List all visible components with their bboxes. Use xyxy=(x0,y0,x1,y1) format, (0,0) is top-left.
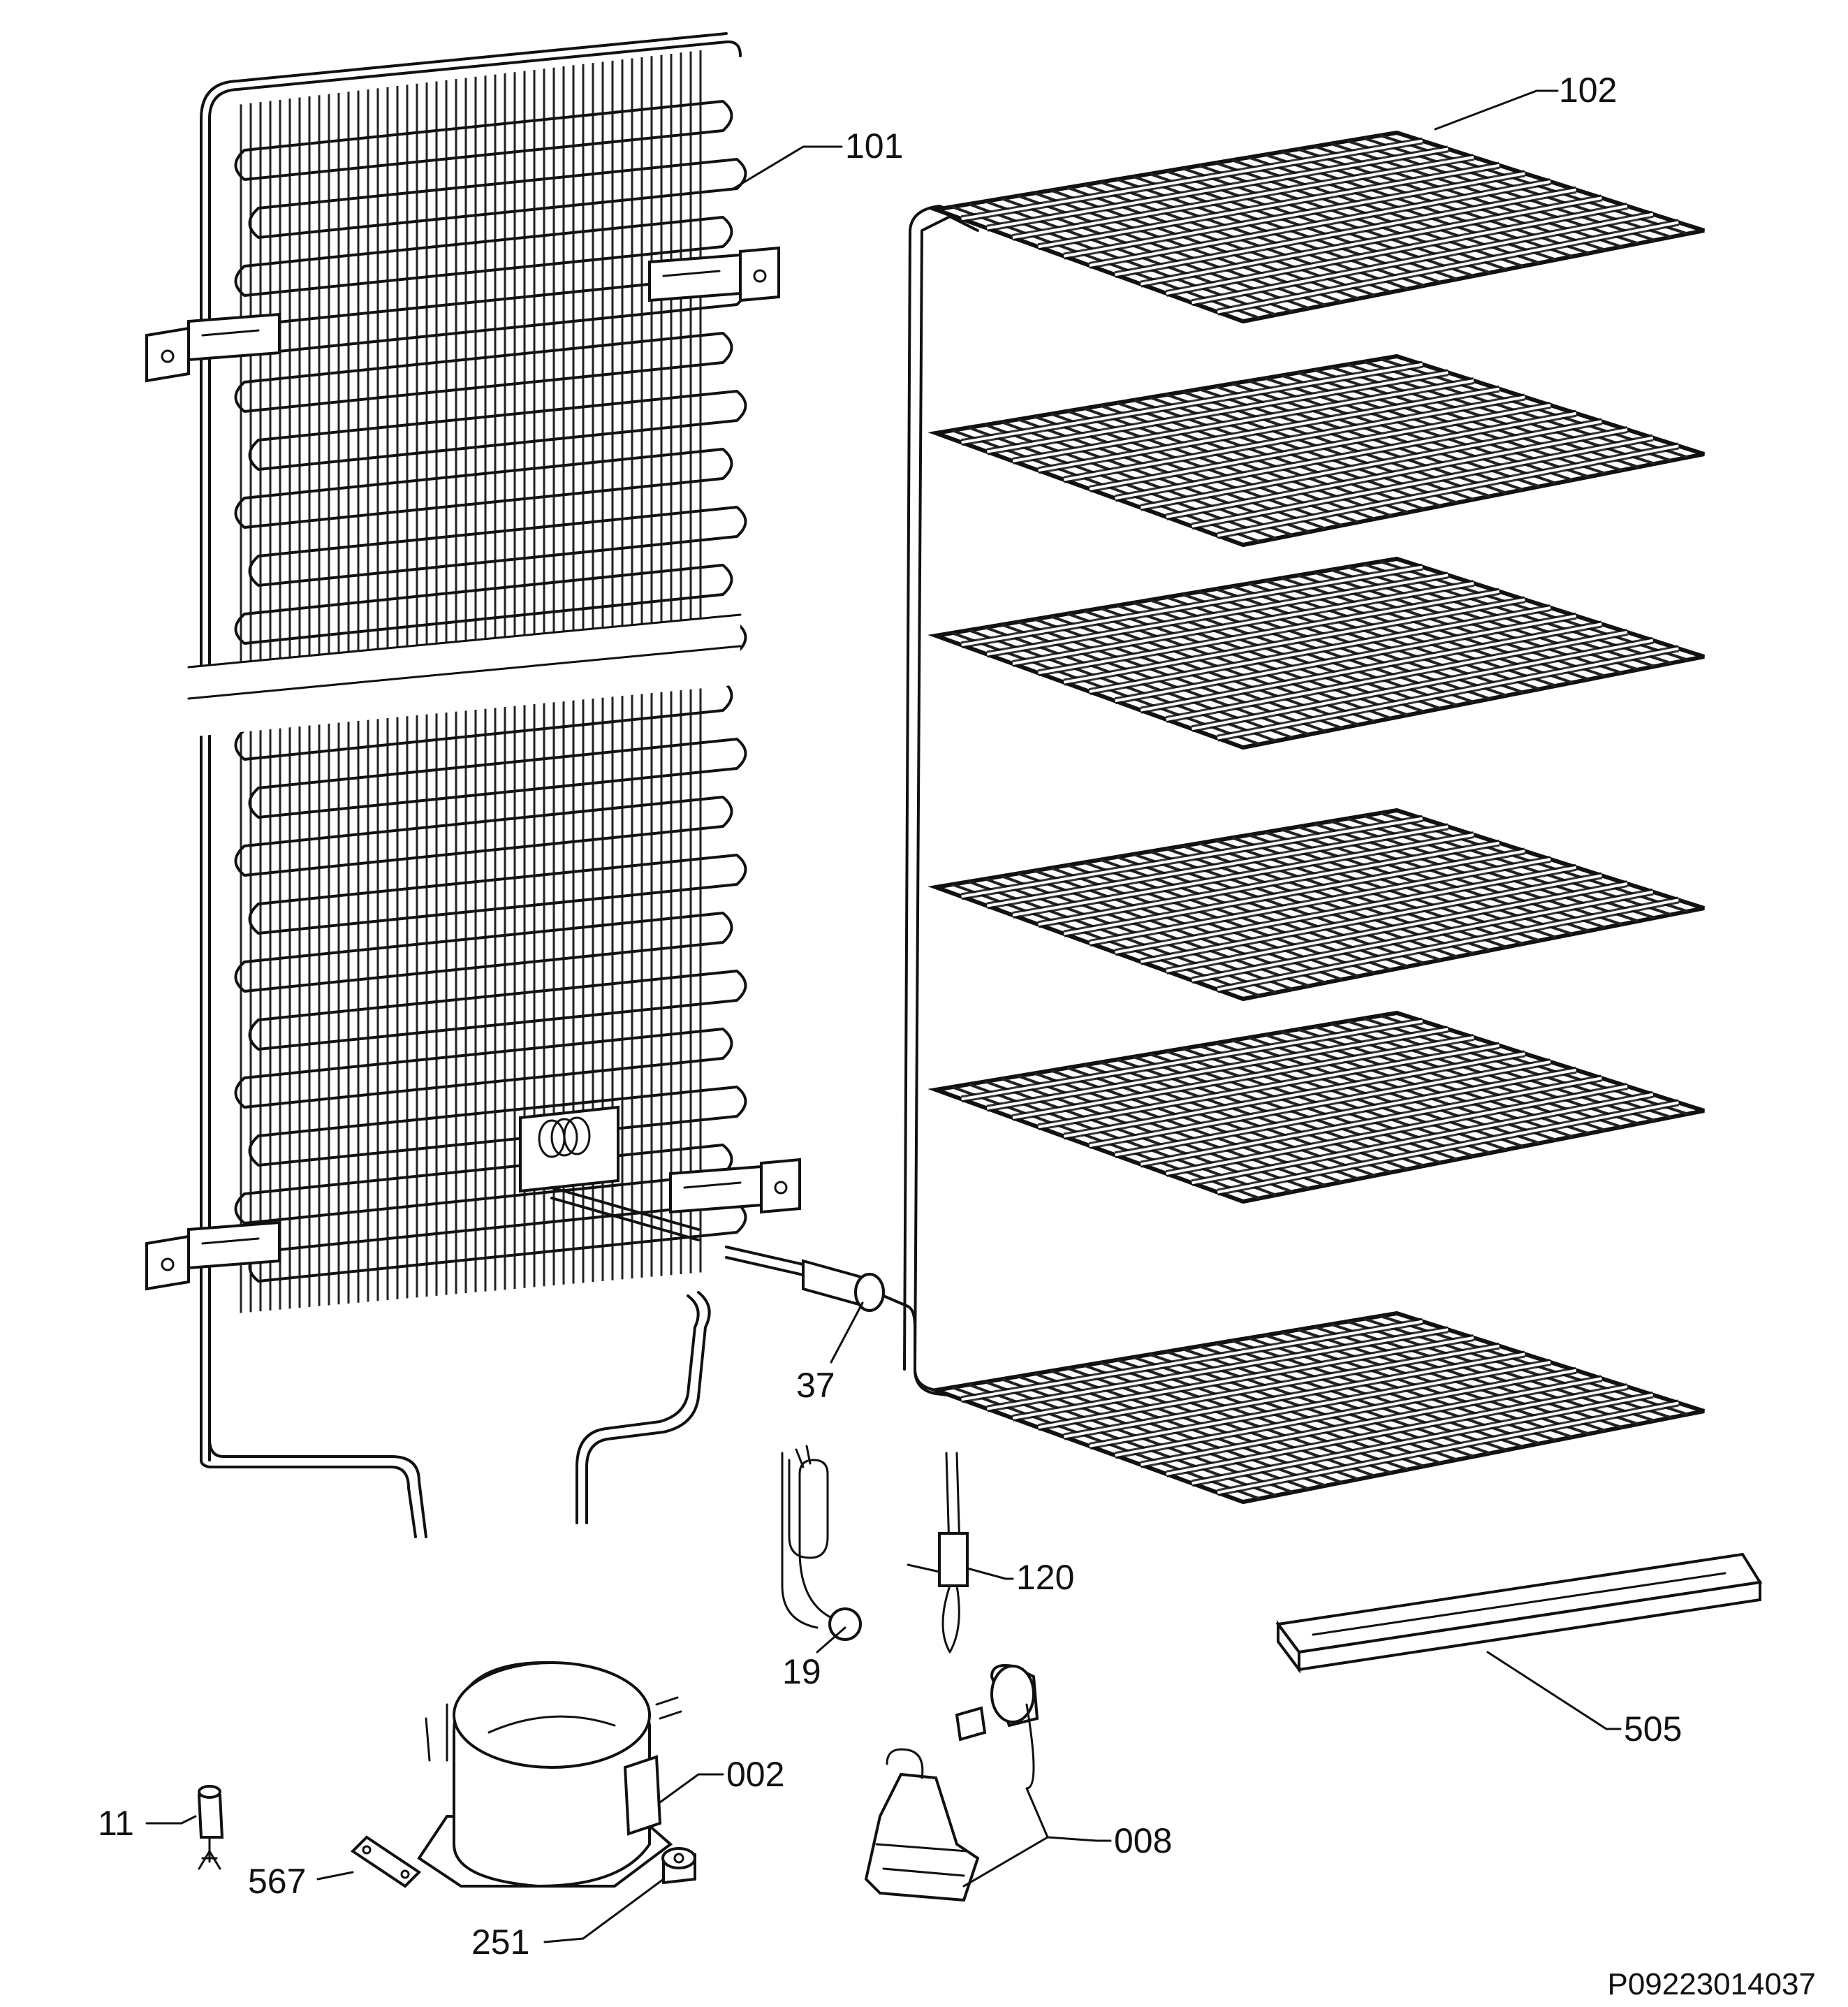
part-505-strip xyxy=(1275,1552,1763,1674)
evaporator-shelf-4 xyxy=(927,808,1705,1002)
condenser-bracket-bottom-left xyxy=(145,1220,281,1291)
label-251: 251 xyxy=(471,1922,529,1962)
label-567: 567 xyxy=(248,1862,306,1901)
evaporator-shelves xyxy=(903,130,1705,1505)
condenser-bracket-top-left xyxy=(145,312,281,383)
part-002-compressor xyxy=(417,1661,682,1888)
evaporator-shelf-3 xyxy=(927,556,1705,750)
drawing-code: P09223014037 xyxy=(1607,1967,1816,2001)
part-251-grommet xyxy=(661,1847,696,1885)
part-19-heater xyxy=(781,1445,862,1641)
part-008-relay xyxy=(864,1664,1039,1902)
label-102: 102 xyxy=(1559,71,1617,110)
condenser-serpentine xyxy=(234,100,747,1283)
label-002: 002 xyxy=(726,1755,784,1794)
part-120-sensor xyxy=(907,1452,969,1654)
label-101: 101 xyxy=(845,126,903,166)
label-008: 008 xyxy=(1114,1821,1172,1860)
capillary-coil xyxy=(519,1105,619,1193)
evaporator-shelf-5 xyxy=(927,1010,1705,1204)
label-37: 37 xyxy=(796,1366,835,1405)
label-120: 120 xyxy=(1016,1558,1074,1597)
evaporator-shelf-1 xyxy=(927,130,1705,324)
label-11: 11 xyxy=(98,1804,134,1843)
condenser-bracket-bottom-right xyxy=(669,1158,801,1214)
evaporator-shelf-2 xyxy=(927,353,1705,548)
part-labels: 101 102 37 19 120 505 002 008 11 567 251… xyxy=(98,71,1816,2001)
leader-lines xyxy=(145,89,1622,1943)
label-19: 19 xyxy=(782,1652,821,1691)
condenser-bracket-top-right xyxy=(648,246,780,302)
condenser-coil xyxy=(145,32,979,1538)
part-567-plate xyxy=(350,1835,422,1888)
label-505: 505 xyxy=(1624,1709,1682,1749)
evaporator-shelf-6 xyxy=(927,1311,1705,1505)
part-11-valve xyxy=(197,1785,224,1870)
